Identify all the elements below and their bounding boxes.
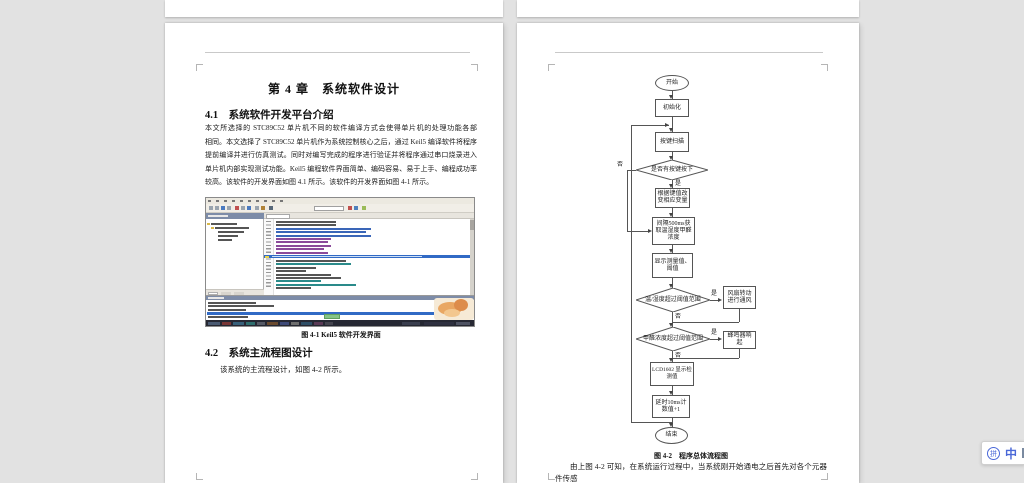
figure-4-1-caption: 图 4-1 Keil5 软件开发界面 [301,331,381,339]
flow-label-yes: 是 [711,291,718,297]
paragraph-line: 提前编译并进行仿真测试。同时对编写完成的程序进行验证并将程序通过串口烧录进入 [205,151,477,160]
arrow-icon [669,284,673,288]
keil-editor-art [264,213,474,295]
flow-no-branch [627,170,628,231]
arrow-icon [669,358,673,362]
arrow-icon [669,184,673,188]
paragraph-line: 较高。该软件的开发界面如图 4.1 所示。该软件的开发界面如图 4-1 所示。 [205,178,434,187]
paragraph-bottom: 由上图 4-2 可知，在系统运行过程中，当系统刚开始通电之后首先对各个元器件传感 [555,462,827,483]
flow-node-update-vars[interactable]: 根据键值改变相应变量 [655,188,690,208]
flow-node-init[interactable]: 初始化 [655,99,689,117]
flow-node-buzzer[interactable]: 蜂鸣器响起 [723,331,756,349]
keil-taskbar-art [206,320,474,326]
arrow-icon [648,228,652,233]
keil-menubar-art [206,198,474,204]
text-boundary-mark [471,473,478,480]
keil-project-panel-art [206,213,264,295]
flow-node-start[interactable]: 开始 [655,75,689,91]
flow-connector [739,309,740,322]
figure-4-2-caption: 图 4-2 程序总体流程图 [653,452,729,460]
flow-connector [672,358,739,359]
text-boundary-mark [548,64,555,71]
flow-no-branch [627,170,636,171]
pinyin-input-icon[interactable]: 拼 [987,446,1000,460]
flow-connector [672,351,673,362]
arrow-icon [669,213,673,217]
header-rule [555,52,823,53]
arrow-icon [718,297,722,302]
text-boundary-mark [471,64,478,71]
flow-connector [672,312,673,327]
arrow-icon [669,156,673,160]
keil-selected-line-art [264,255,471,259]
keil-cat-picture-art [434,298,474,320]
document-page-right[interactable]: 开始 初始化 按键扫描 是否有按键按下 根据键值改变相应变量 间隔500ms获取… [517,23,859,483]
section-heading-4-2: 4.2 系统主流程图设计 [205,348,313,359]
flow-label-no: 否 [675,314,682,320]
flow-label-no: 否 [675,353,682,359]
flow-node-end[interactable]: 结束 [655,427,688,444]
flow-connector [672,386,673,395]
text-boundary-mark [196,473,203,480]
paragraph-line: 本文所选择的 STC89C52 单片机不同的软件编译方式会使得单片机的处理功能各… [205,124,477,132]
ime-status-bar[interactable]: 拼 中 [981,441,1024,465]
flow-node-key-scan[interactable]: 按键扫描 [655,132,689,152]
flow-decision-temp-humidity[interactable]: 温/湿度超过阈值范围 [636,288,710,312]
flow-node-sample[interactable]: 间隔500ms获取温湿度甲醛浓度 [652,217,695,245]
flow-connector [672,117,673,132]
flow-loop-line [631,125,669,126]
paragraph-4-2: 该系统的主流程设计，如图 4-2 所示。 [220,365,347,374]
flow-no-branch [627,231,648,232]
arrow-icon [669,249,673,253]
flow-label-no: 否 [617,162,624,168]
text-boundary-mark [821,64,828,71]
flow-node-delay[interactable]: 延时10ms计数值+1 [652,395,690,418]
arrow-icon [669,128,673,132]
flow-loop-line [631,125,632,422]
ime-next-button-clipped[interactable] [1022,448,1024,458]
document-page-left[interactable]: 第 4 章 系统软件设计 4.1 系统软件开发平台介绍 本文所选择的 STC89… [165,23,503,483]
arrow-icon [669,95,673,99]
flow-yes-branch [710,300,718,301]
flow-connector [739,349,740,358]
flow-node-fan[interactable]: 风扇转动进行通风 [723,286,756,309]
flow-connector [672,278,673,288]
keil5-screenshot-figure[interactable] [205,197,475,327]
ime-mode-toggle[interactable]: 中 [1005,446,1018,461]
paragraph-line: 相同。本文选择了 STC89C52 单片机作为系统控制核心之后，通过 Keil5… [205,137,477,146]
keil-toolbar-art [206,204,474,213]
keil-green-badge-art [324,314,340,319]
flow-connector [672,418,673,427]
paragraph-4-1: 本文所选择的 STC89C52 单片机不同的软件编译方式会使得单片机的处理功能各… [205,122,477,190]
flow-yes-branch [710,339,718,340]
header-rule [205,52,470,53]
arrow-icon [718,336,722,341]
flow-node-lcd[interactable]: LCD1602 显示检测值 [650,362,694,386]
flow-decision-key-pressed[interactable]: 是否有按键按下 [636,160,708,180]
previous-page-right-bottom[interactable] [517,0,859,17]
section-heading-4-1: 4.1 系统软件开发平台介绍 [205,110,334,121]
flow-connector [672,208,673,217]
flow-decision-ch2o[interactable]: 甲醛浓度超过阈值范围 [636,327,710,351]
text-boundary-mark [196,64,203,71]
keil-output-panel-art [206,295,474,320]
arrow-icon [669,423,673,427]
text-boundary-mark [548,473,555,480]
previous-page-left-bottom[interactable] [165,0,503,17]
text-boundary-mark [821,473,828,480]
arrow-icon [669,391,673,395]
flow-loop-line [631,422,672,423]
flow-node-show-values[interactable]: 显示测量值、阈值 [652,253,693,278]
arrow-icon [665,122,669,127]
flow-label-yes: 是 [675,181,682,187]
flow-connector [672,322,739,323]
arrow-icon [669,323,673,327]
chapter-title: 第 4 章 系统软件设计 [267,82,400,96]
paragraph-line: 单片机内部实现测试功能。Keil5 编程软件界面简单、编码容易、易于上手、编程成… [205,164,477,173]
flowchart-figure-4-2[interactable]: 开始 初始化 按键扫描 是否有按键按下 根据键值改变相应变量 间隔500ms获取… [517,23,859,483]
flow-label-yes: 是 [711,330,718,336]
